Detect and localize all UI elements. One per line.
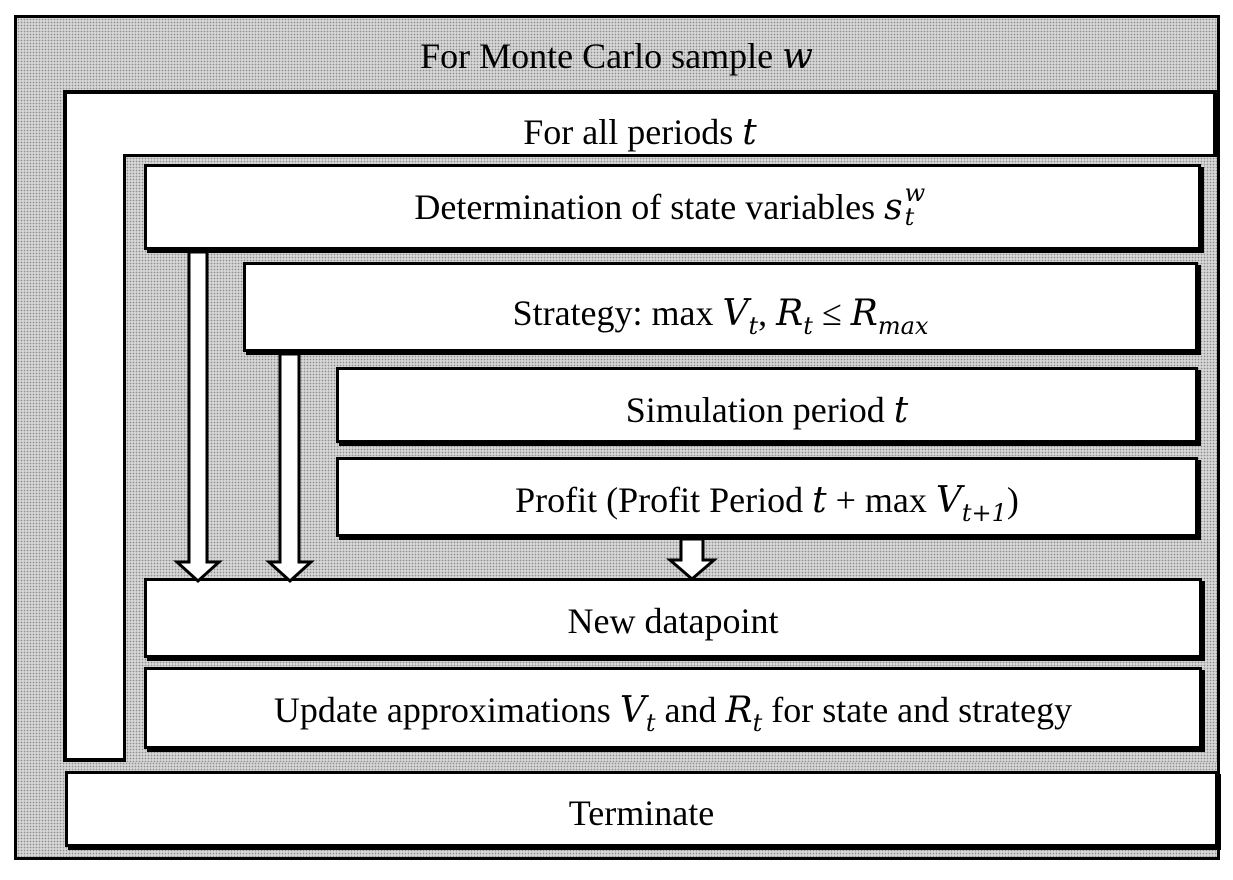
update-approximations-box: Update approximations Vt and Rt for stat…	[144, 667, 1202, 749]
arrow-strategy-to-datapoint	[265, 352, 315, 584]
profit-box: Profit (Profit Period t + max Vt+1)	[336, 457, 1198, 537]
arrow-profit-to-datapoint	[665, 537, 719, 581]
strategy-label: Strategy: max Vt, Rt ≤ Rmax	[512, 293, 929, 340]
arrow-state-to-datapoint	[173, 250, 223, 584]
terminate-label: Terminate	[568, 793, 715, 833]
terminate-box: Terminate	[65, 771, 1218, 847]
strategy-box: Strategy: max Vt, Rt ≤ Rmax	[243, 262, 1198, 352]
simulation-period-label: Simulation period t	[625, 390, 909, 431]
simulation-period-box: Simulation period t	[336, 367, 1198, 443]
profit-label: Profit (Profit Period t + max Vt+1)	[515, 480, 1019, 527]
new-datapoint-label: New datapoint	[567, 601, 779, 641]
monte-carlo-loop-title: For Monte Carlo sample w	[420, 36, 813, 77]
new-datapoint-box: New datapoint	[144, 578, 1202, 658]
update-approximations-label: Update approximations Vt and Rt for stat…	[273, 690, 1073, 737]
period-loop-title: For all periods t	[523, 112, 757, 153]
